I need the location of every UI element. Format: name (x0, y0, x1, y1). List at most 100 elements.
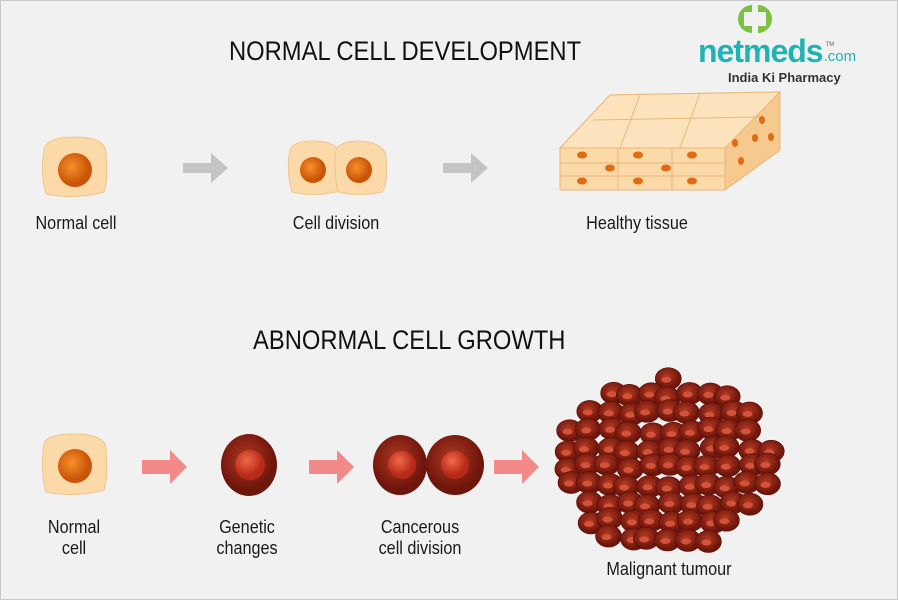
normal-cell-icon (41, 433, 108, 496)
tumour-nucleus (602, 482, 613, 489)
tumour-nucleus (644, 518, 655, 525)
tumour-nucleus (684, 483, 695, 490)
tumour-nucleus (680, 538, 691, 545)
tumour-nucleus (662, 408, 673, 415)
logo-tld: .com (823, 48, 857, 65)
tumour-nucleus (660, 537, 671, 544)
tumour-nucleus (744, 448, 755, 455)
tumour-nucleus (579, 446, 590, 453)
tumour-nucleus (666, 431, 677, 438)
tumour-nucleus (582, 409, 593, 416)
tumour-nucleus (584, 520, 595, 527)
tumour-nucleus (680, 448, 691, 455)
tumour-nucleus (582, 500, 593, 507)
label-normal-cell: Normal cell (35, 213, 117, 233)
tumour-nucleus (603, 446, 614, 453)
label-malignant-tumour: Malignant tumour (606, 559, 732, 579)
tumour-nucleus (599, 462, 610, 469)
tumour-nucleus (719, 485, 730, 492)
tumour-nucleus (561, 449, 572, 456)
tumour-nucleus (681, 464, 692, 471)
cell-division-icon (287, 140, 387, 195)
tumour-nucleus (642, 449, 653, 456)
tumour-nucleus (602, 516, 613, 523)
tumour-nucleus (665, 520, 676, 527)
plus-logo-icon (738, 5, 772, 33)
cancerous-cell-division-icon (373, 435, 484, 495)
tumour-nucleus (760, 462, 771, 469)
pink-arrow-icon (142, 450, 187, 484)
tumour-nucleus (686, 502, 697, 509)
tumour-nucleus (603, 410, 614, 417)
tumour-nucleus (626, 519, 637, 526)
tumour-nucleus (645, 431, 656, 438)
tumour-nucleus (663, 446, 674, 453)
tumour-nucleus (684, 429, 695, 436)
tumour-nucleus (701, 539, 712, 546)
tumour-nucleus (639, 503, 650, 510)
pink-arrow-icon (309, 450, 354, 484)
normal-cell-icon (41, 136, 108, 198)
tumour-nucleus (625, 411, 636, 418)
tumour-nucleus (740, 428, 751, 435)
label-cell-division: Cell division (292, 213, 380, 233)
tumour-nucleus (739, 480, 750, 487)
tumour-nucleus (644, 391, 655, 398)
tumour-nucleus (704, 411, 715, 418)
tumour-nucleus (719, 518, 730, 525)
tumour-nucleus (580, 462, 591, 469)
tumour-nucleus (679, 410, 690, 417)
tumour-nucleus (606, 391, 617, 398)
tumour-nucleus (703, 391, 714, 398)
tumour-nucleus (719, 444, 730, 451)
logo-tm: TM (825, 42, 835, 48)
tumour-nucleus (640, 409, 651, 416)
tumour-nucleus (642, 484, 653, 491)
tumour-nucleus (726, 409, 737, 416)
tumour-nucleus (661, 485, 672, 492)
tumour-nucleus (619, 484, 630, 491)
tumour-nucleus (726, 500, 737, 507)
tumour-nucleus (760, 481, 771, 488)
tumour-nucleus (562, 428, 573, 435)
tumour-nucleus (742, 410, 753, 417)
logo-brand: netmeds (698, 33, 824, 69)
tumour-nucleus (621, 430, 632, 437)
tumour-nucleus (662, 462, 673, 469)
netmeds-logo: netmeds TM .com India Ki Pharmacy (694, 4, 894, 88)
pink-arrow-icon (494, 450, 539, 484)
label-healthy-tissue: Healthy tissue (586, 213, 688, 233)
tumour-nucleus (702, 503, 713, 510)
gray-arrow-icon (183, 153, 228, 183)
tumour-nucleus (623, 466, 634, 473)
tumour-nucleus (581, 427, 592, 434)
abnormal-section-title: ABNORMAL CELL GROWTH (253, 325, 566, 355)
tumour-nucleus (604, 426, 615, 433)
tumour-nucleus (683, 518, 694, 525)
tumour-nucleus (720, 463, 731, 470)
tumour-nucleus (639, 536, 650, 543)
gray-arrow-icon (443, 153, 488, 183)
malignant-tumour-icon (554, 367, 785, 553)
logo-tagline: India Ki Pharmacy (728, 70, 841, 85)
tumour-nucleus (720, 394, 731, 401)
tumour-nucleus (661, 376, 672, 383)
tumour-nucleus (601, 534, 612, 541)
logo-wordmark: netmeds TM .com (698, 34, 856, 68)
tumour-nucleus (582, 480, 593, 487)
tumour-nucleus (619, 449, 630, 456)
genetic-changes-cell-icon (221, 434, 277, 496)
tumour-nucleus (742, 502, 753, 509)
tumour-nucleus (645, 462, 656, 469)
tumour-nucleus (664, 500, 675, 507)
healthy-tissue-icon (558, 90, 782, 191)
tumour-nucleus (622, 393, 633, 400)
tumour-nucleus (682, 391, 693, 398)
tumour-nucleus (745, 462, 756, 469)
normal-section-title: NORMAL CELL DEVELOPMENT (229, 36, 582, 66)
tumour-nucleus (563, 480, 574, 487)
